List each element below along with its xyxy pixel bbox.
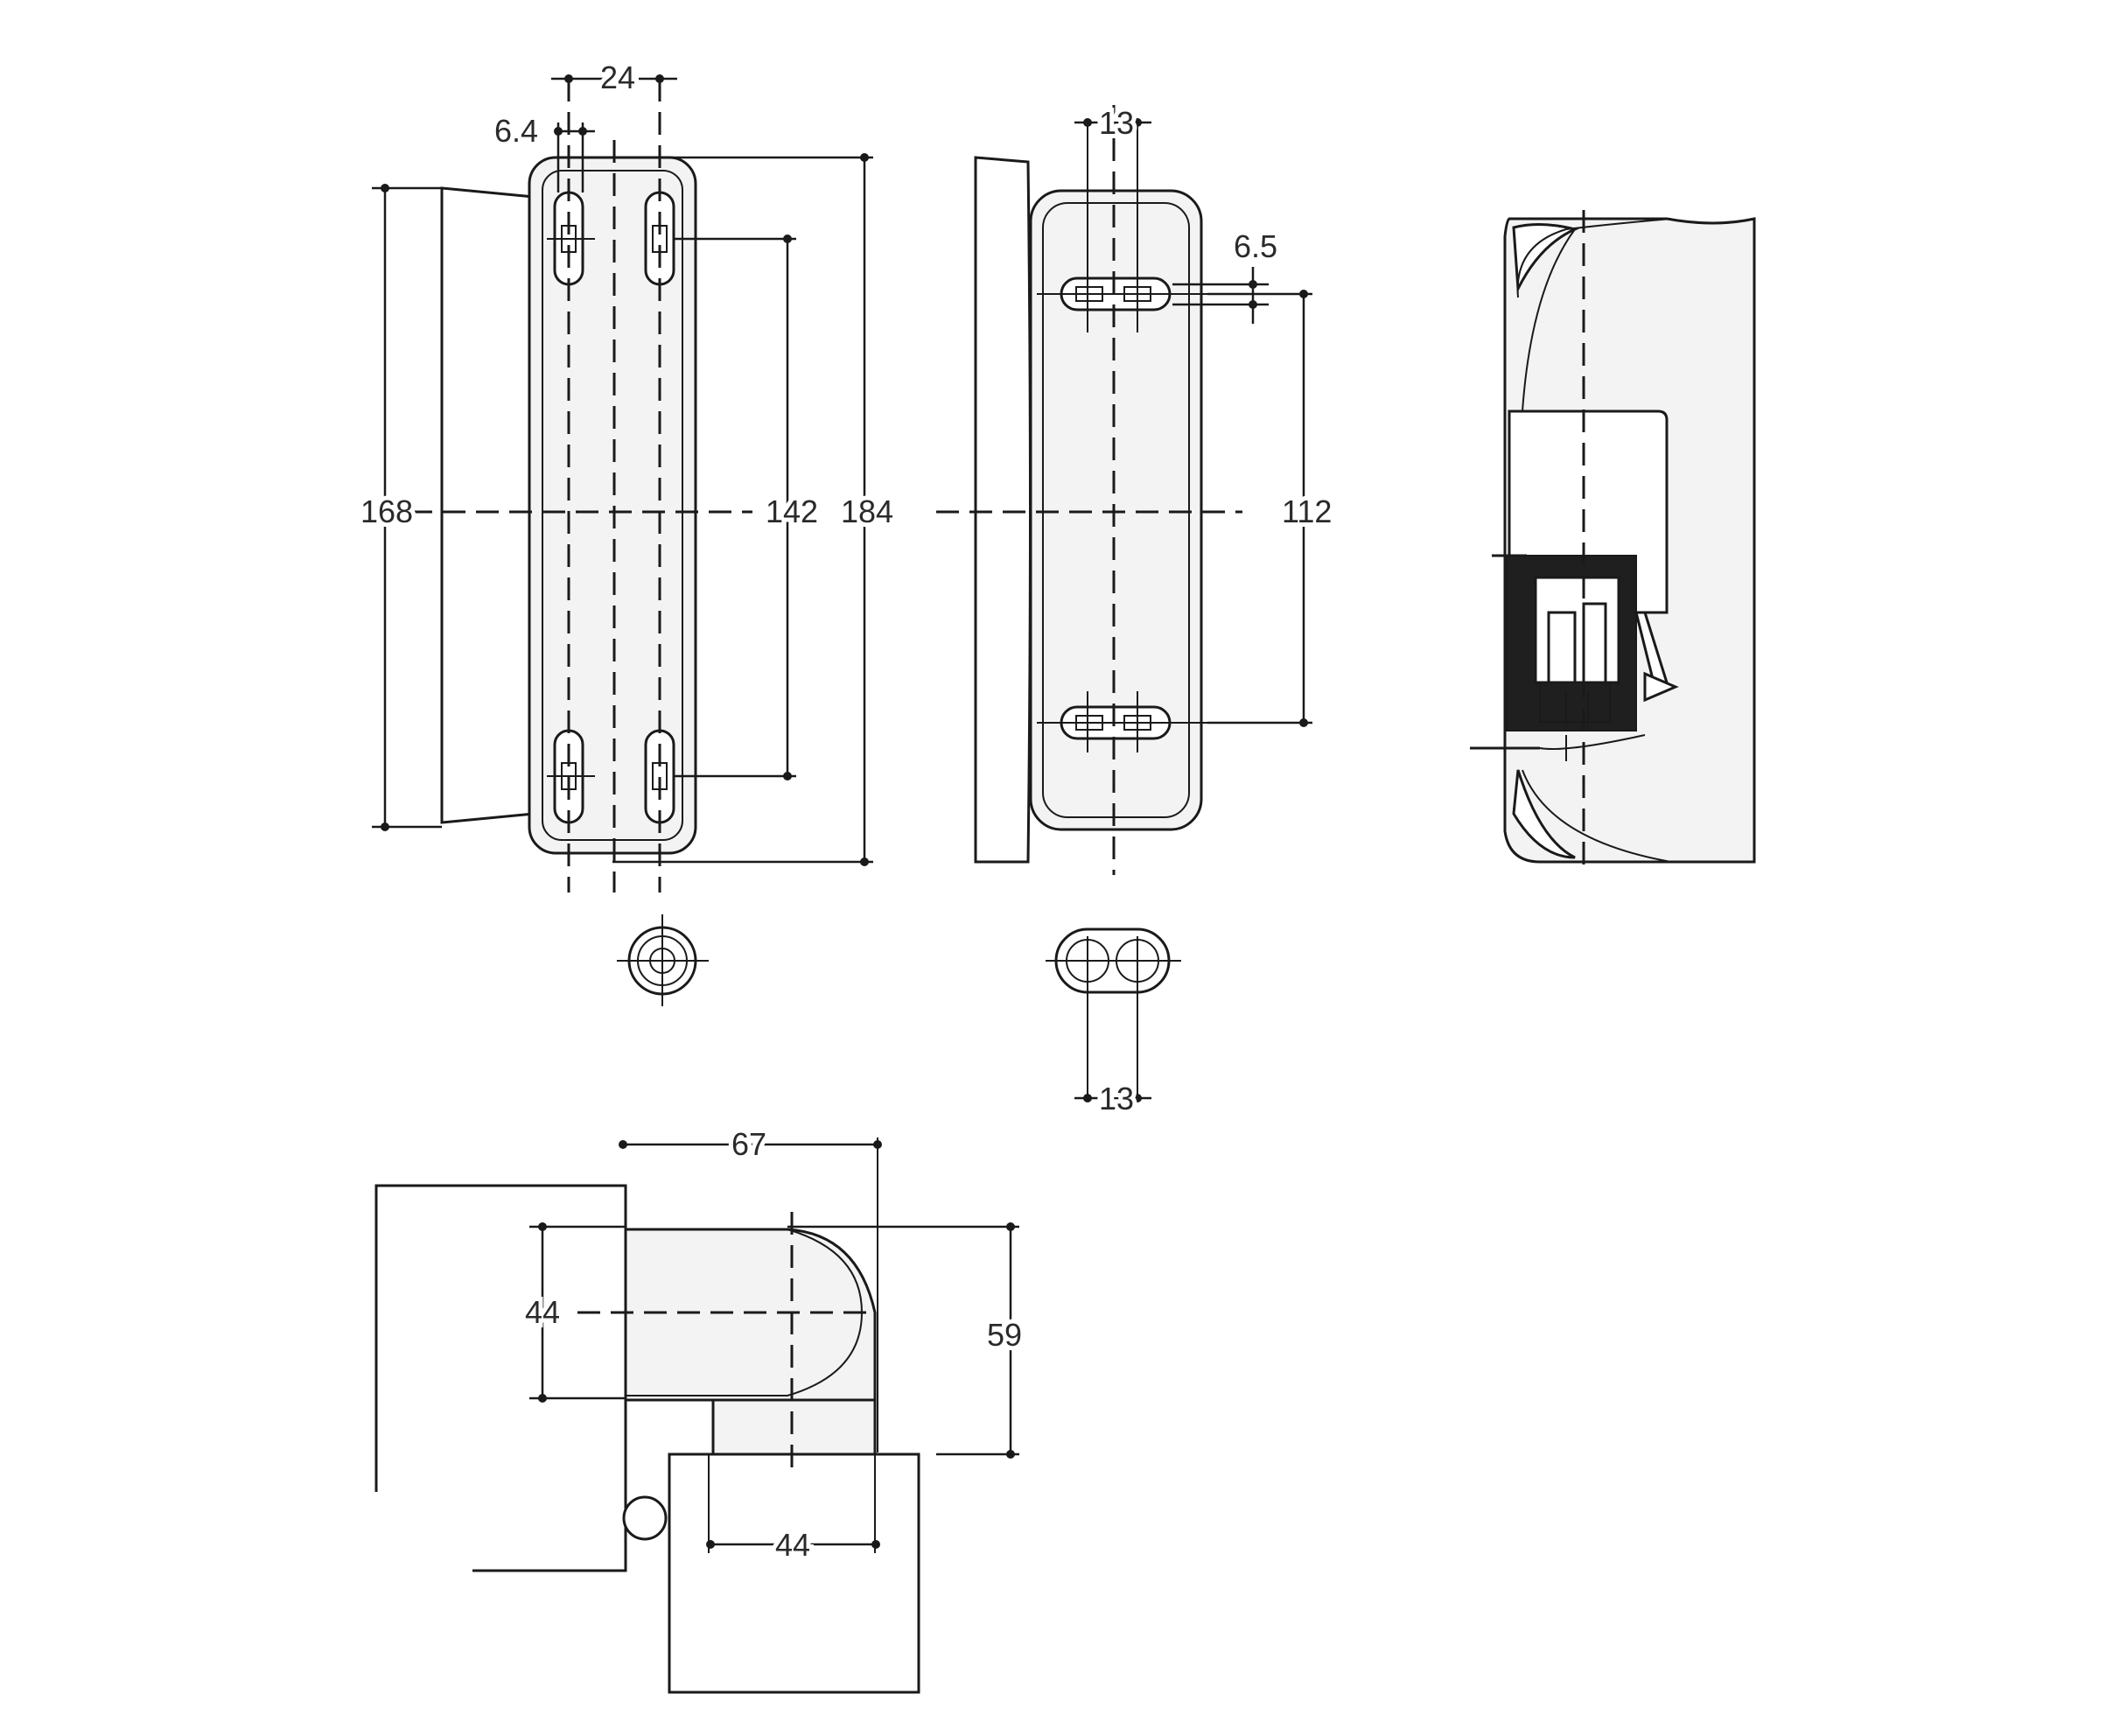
side-view [936,105,1312,1102]
top-view-hinge-body [624,1228,877,1402]
side-view-body-inner [1042,202,1190,818]
front-view-body-inner [542,170,683,841]
dim-top-overall-height: 59 [987,1317,1022,1353]
dimension-labels: 24 6.4 168 142 184 13 6.5 112 13 67 44 5… [356,55,1336,1567]
dim-side-top-pitch: 13 [1099,105,1134,141]
dim-top-left-width: 44 [525,1294,560,1330]
dim-front-slot-width: 6.4 [494,113,538,149]
front-view [372,74,873,1006]
dim-side-slot-width: 6.5 [1234,228,1277,264]
dim-front-height-left: 168 [360,494,413,529]
top-view-frame [374,1184,627,1572]
slot-top-right [644,191,675,286]
dim-top-bottom-width: 44 [775,1527,810,1563]
dim-top-depth: 67 [731,1126,766,1162]
dim-side-slot-spacing: 112 [1282,494,1332,529]
side-view-back-plate [974,156,1032,864]
section-view [1470,210,1756,875]
front-view-back-plate [440,186,535,824]
dim-front-slot-pitch: 24 [600,60,635,95]
side-view-body [1029,189,1203,831]
top-view-knob [622,1495,668,1541]
dim-front-overall-height: 184 [841,494,893,529]
dim-front-slot-spacing: 142 [766,494,818,529]
top-view [374,1138,1019,1694]
top-view-door-block [668,1452,920,1694]
dim-side-bottom-pitch: 13 [1099,1081,1134,1116]
